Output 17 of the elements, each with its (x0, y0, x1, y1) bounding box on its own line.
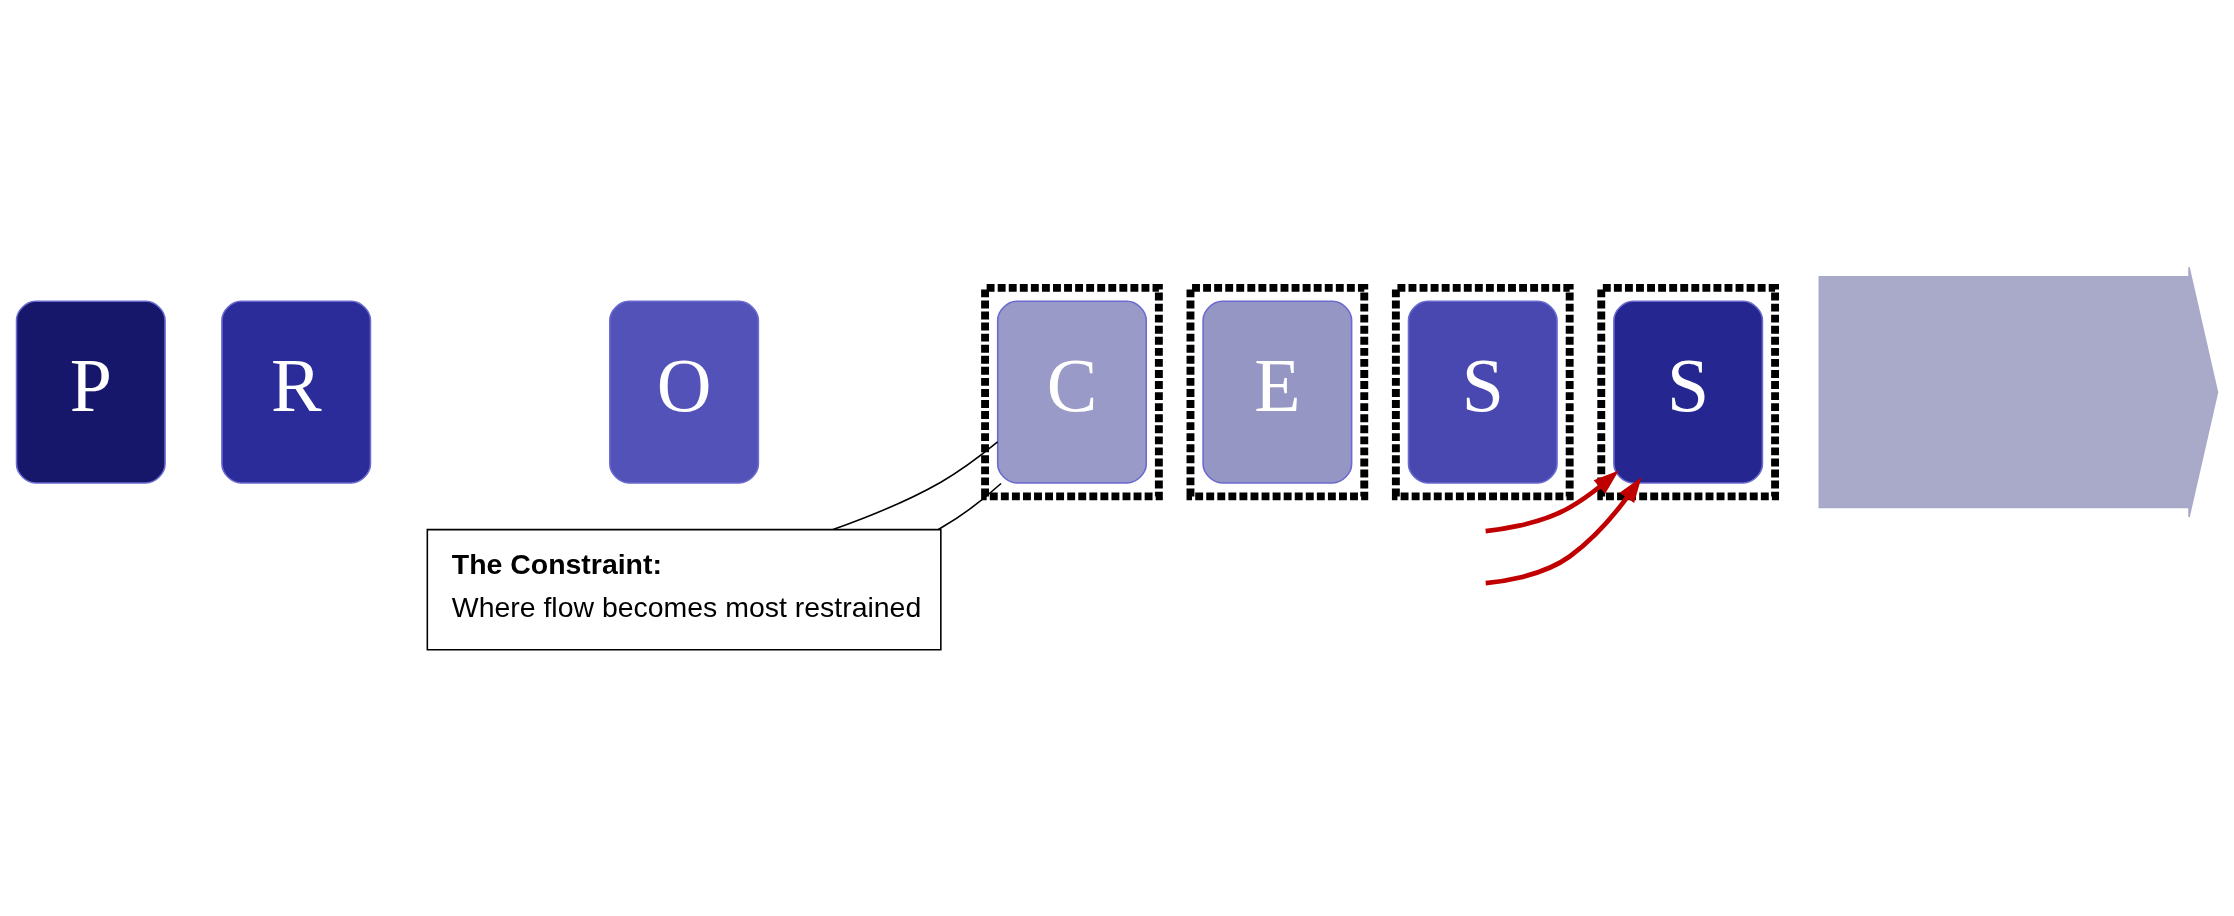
node-box: P (15, 300, 166, 484)
node-box: S (1613, 300, 1764, 484)
arrow (1485, 476, 1642, 586)
node-box: O (609, 300, 760, 484)
node-arrow (1818, 266, 2219, 518)
cluster (1391, 283, 1574, 500)
node-box: The Constraint: Where flow becomes most restrained (426, 528, 942, 650)
connector (937, 482, 1002, 530)
node-box: C (996, 300, 1147, 484)
node-box: R (221, 300, 372, 484)
node-box: S (1407, 300, 1558, 484)
connector (832, 440, 999, 530)
cluster (1597, 283, 1779, 500)
cluster (1186, 283, 1369, 500)
arrow (1485, 470, 1619, 533)
cluster (981, 283, 1163, 500)
node-box: E (1202, 300, 1353, 484)
